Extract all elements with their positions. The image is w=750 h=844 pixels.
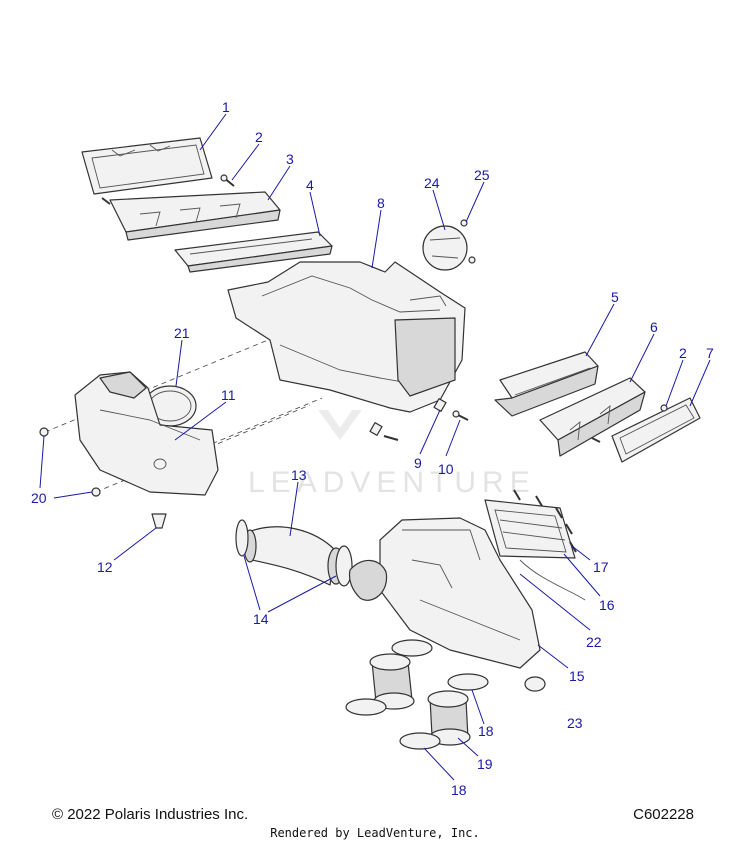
callout-labels: 1 2 3 4 8 24 25 5 6 2 7 21 11 9 10 13 20… [31,99,714,798]
callout-2-top: 2 [255,129,263,145]
part-16-filter [484,499,576,559]
callout-8: 8 [377,195,385,211]
part-11-intake-duct [74,371,219,496]
callout-3: 3 [286,151,294,167]
part-6-screen [539,377,646,457]
callout-15: 15 [569,668,585,684]
part-23-plug [524,676,546,692]
part-8-airbox-cover [227,261,466,413]
callout-16: 16 [599,597,615,613]
part-1-gasket [81,137,213,195]
part-13-coupler [243,526,345,586]
watermark: LEADVENTURE [248,466,536,499]
callout-18-upper: 18 [478,723,494,739]
part-12-grommet [151,513,167,529]
part-2-screw-top [220,174,235,187]
part-24-round-piece [422,219,476,271]
rendered-by-credit: Rendered by LeadVenture, Inc. [270,826,480,840]
part-17-bolts [513,489,577,553]
callout-4: 4 [306,177,314,193]
copyright-notice: © 2022 Polaris Industries Inc. [52,806,249,823]
callout-13: 13 [291,467,307,483]
callout-25: 25 [474,167,490,183]
callout-23: 23 [567,715,583,731]
watermark-logo [318,410,362,440]
callout-18-lower: 18 [451,782,467,798]
leader-lines [39,113,711,781]
callout-5: 5 [611,289,619,305]
callout-10: 10 [438,461,454,477]
part-2-screw-right [591,404,668,443]
part-9-fasteners [369,398,447,441]
part-14-clamps [235,519,353,587]
part-4-frame [174,231,333,273]
callout-9: 9 [414,455,422,471]
callout-7: 7 [706,345,714,361]
callout-14: 14 [253,611,269,627]
callout-12: 12 [97,559,113,575]
part-3-screen [101,191,281,241]
part-15-airbox [348,517,541,669]
figure-code: C602228 [633,806,694,823]
part-22-seal [519,559,586,601]
callout-6: 6 [650,319,658,335]
part-5-frame [494,351,599,417]
callout-2-right: 2 [679,345,687,361]
callout-17: 17 [593,559,609,575]
callout-21: 21 [174,325,190,341]
part-18-19-clamps-couplers [345,639,489,750]
callout-24: 24 [424,175,440,191]
callout-19: 19 [477,756,493,772]
callout-22: 22 [586,634,602,650]
callout-11: 11 [221,387,236,403]
callout-20: 20 [31,490,47,506]
part-10-screw [452,410,469,421]
callout-1: 1 [222,99,230,115]
